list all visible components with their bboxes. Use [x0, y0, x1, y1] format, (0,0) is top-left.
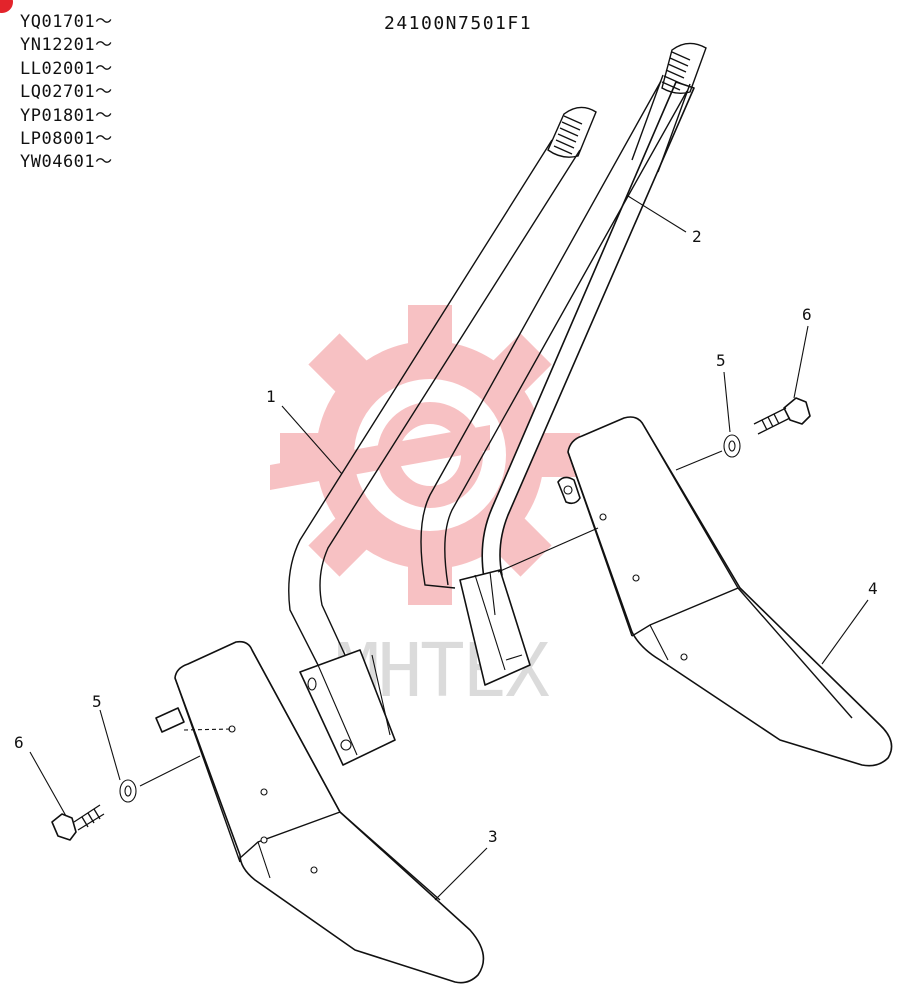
bolt-6-front	[51, 804, 105, 841]
callout-6-front: 6	[14, 733, 24, 752]
bracket-1	[299, 649, 396, 766]
pedal-3	[155, 640, 485, 984]
bracket-2	[459, 569, 531, 686]
callout-1: 1	[266, 387, 276, 406]
serial-number-list: YQ01701～ YN12201～ LL02001～ LQ02701～ YP01…	[20, 11, 113, 175]
callout-2: 2	[692, 227, 702, 246]
serial-number: YN12201～	[20, 35, 113, 56]
callout-6-rear: 6	[802, 305, 812, 324]
serial-number: LL02001～	[20, 58, 113, 79]
corner-marker	[0, 0, 13, 13]
diagram-code: 24100N7501F1	[384, 13, 533, 34]
washer-5-front	[119, 779, 137, 803]
bolt-6-rear	[753, 397, 811, 435]
rod-1	[288, 106, 597, 666]
serial-number: LQ02701～	[20, 82, 113, 103]
serial-number: YQ01701～	[20, 12, 113, 32]
washer-5-rear	[723, 434, 741, 458]
callout-5-front: 5	[92, 692, 102, 711]
callout-3: 3	[488, 827, 498, 846]
serial-number: YW04601～	[20, 152, 113, 173]
serial-number: YP01801～	[20, 105, 113, 126]
callout-4: 4	[868, 579, 878, 598]
callout-5-rear: 5	[716, 351, 726, 370]
pedal-4	[557, 416, 893, 767]
serial-number: LP08001～	[20, 129, 113, 150]
